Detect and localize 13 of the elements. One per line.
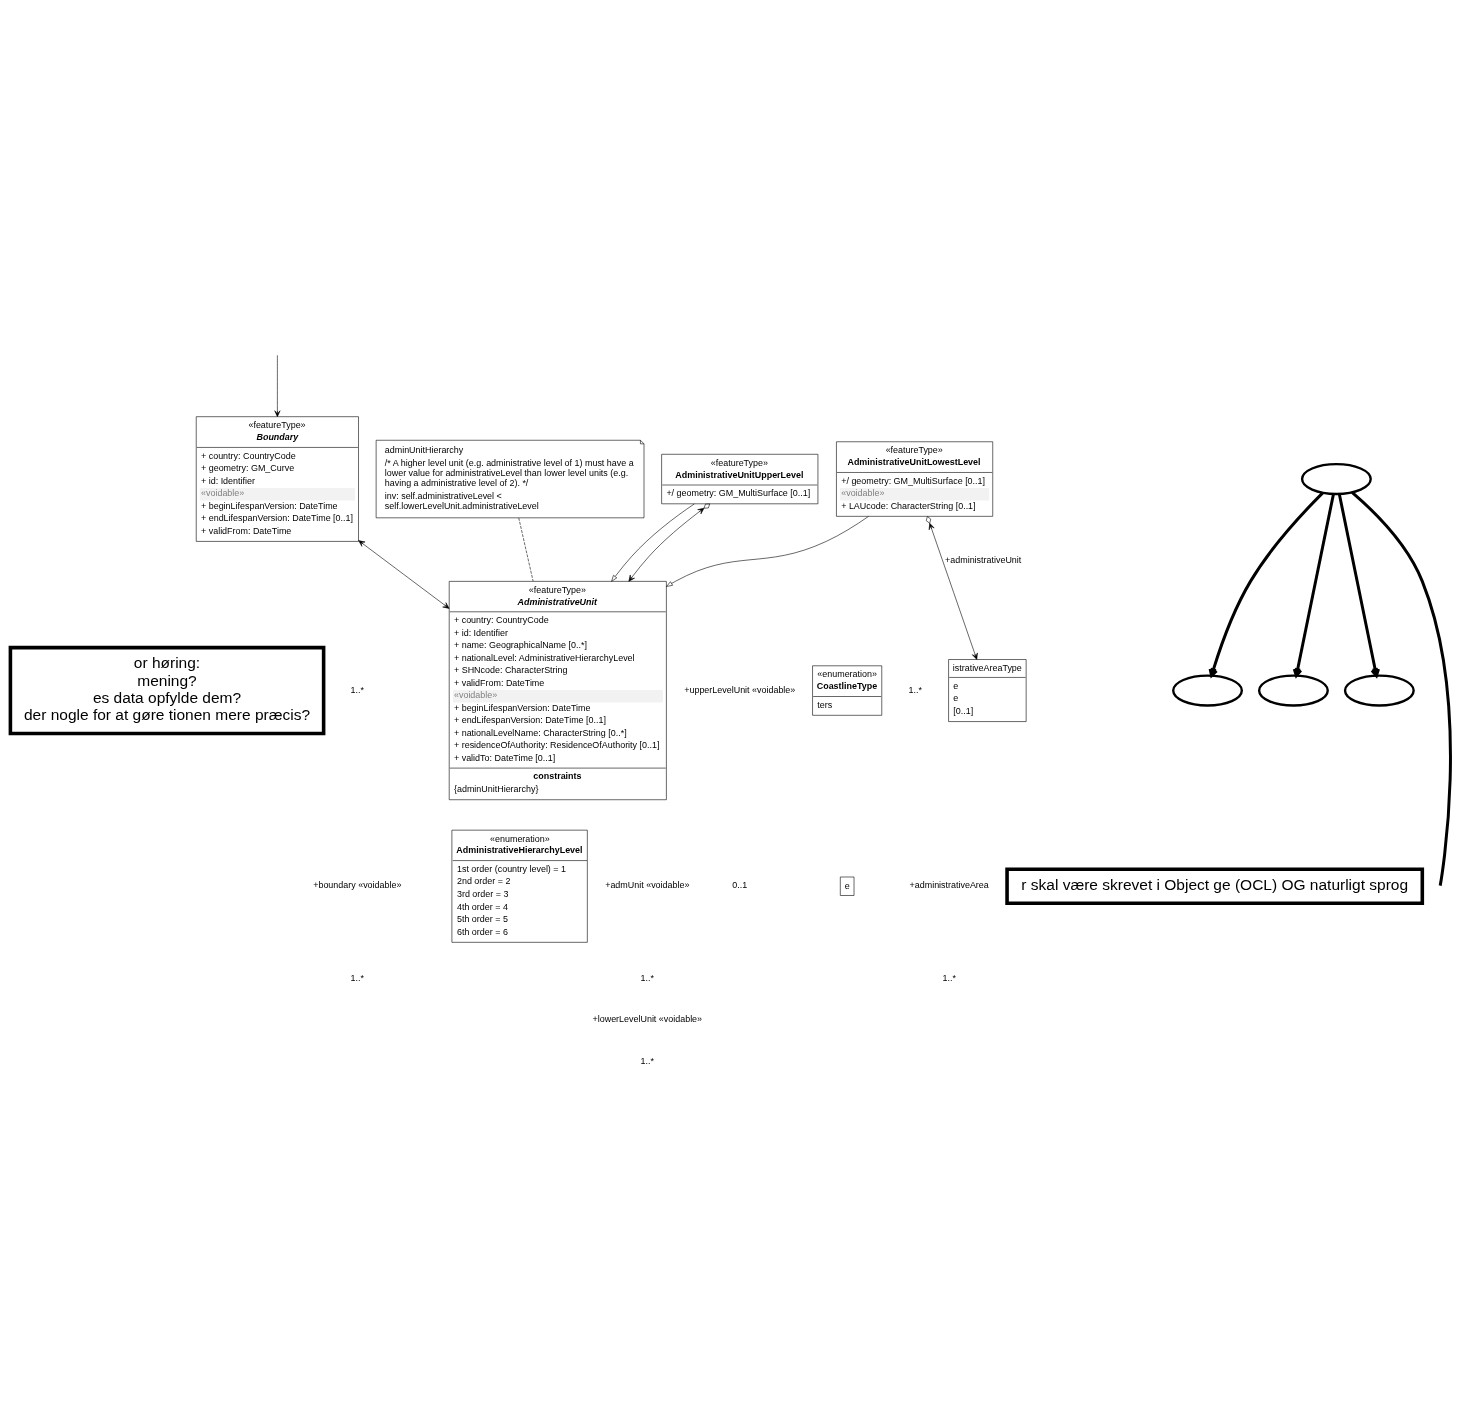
label: 1..*	[350, 972, 365, 983]
label: +upperLevelUnit «voidable»	[684, 684, 796, 695]
label: +boundary «voidable»	[313, 880, 402, 891]
label: 1..*	[942, 972, 956, 983]
label: 1..*	[640, 1056, 655, 1067]
label: 1..*	[908, 684, 922, 695]
label: 0..1	[732, 880, 748, 891]
label: 1..*	[350, 684, 365, 695]
label: +administrativeArea	[909, 880, 989, 891]
label: 1..*	[640, 972, 655, 983]
label: +lowerLevelUnit «voidable»	[592, 1014, 703, 1025]
edge-label: +administrativeUnit	[945, 555, 1022, 566]
label: +admUnit «voidable»	[605, 880, 690, 891]
